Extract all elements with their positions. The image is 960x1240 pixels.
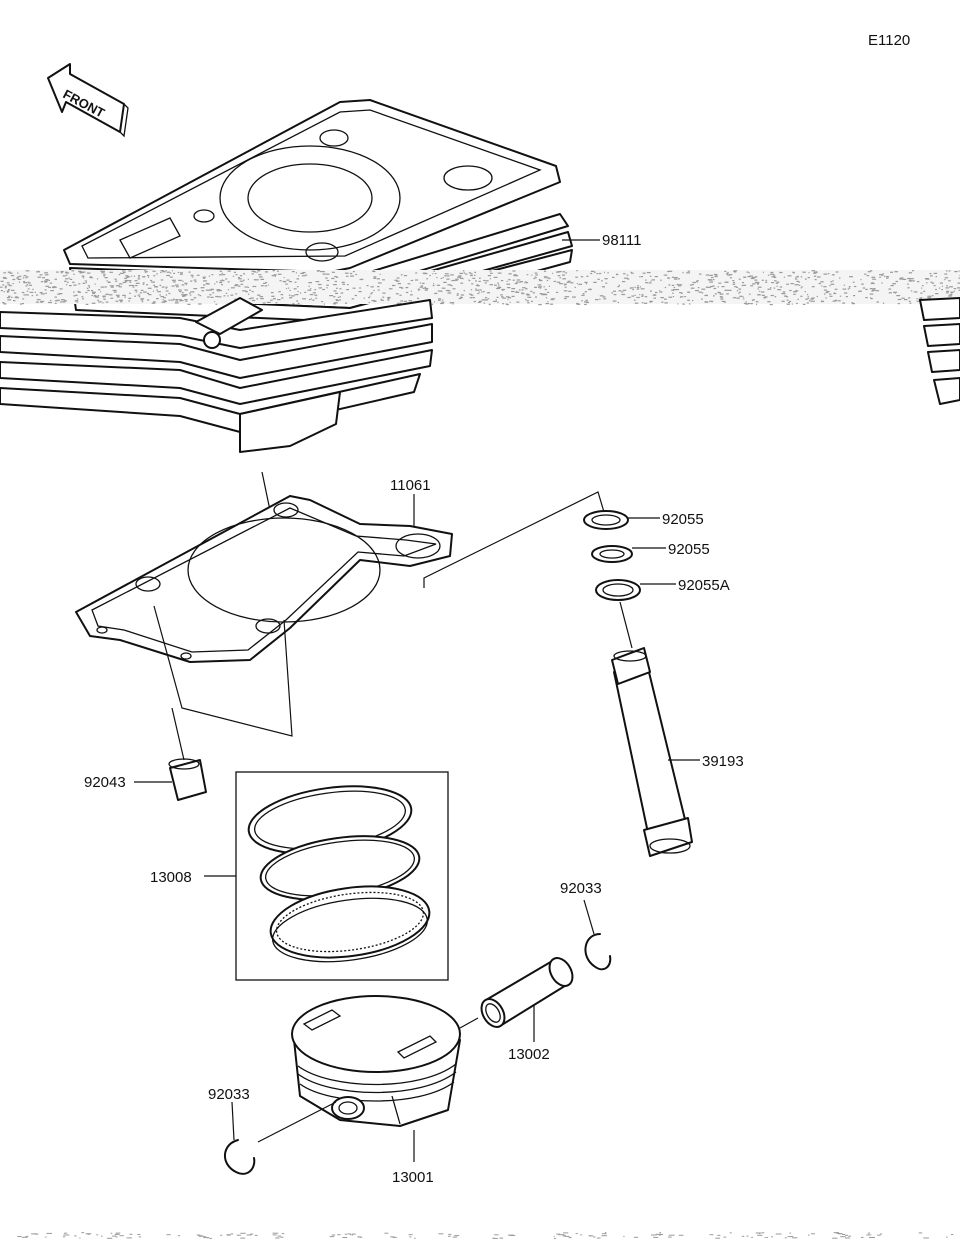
label-98111: 98111 (602, 232, 642, 249)
label-92055A: 92055A (678, 577, 730, 594)
circlip-right (584, 933, 612, 971)
dowel-pin (168, 758, 207, 801)
base-gasket (75, 495, 453, 663)
label-13001: 13001 (392, 1169, 434, 1186)
label-39193: 39193 (702, 753, 744, 770)
oil-pipe (611, 647, 693, 857)
label-92055-middle: 92055 (668, 541, 710, 558)
circlip-left (224, 1139, 256, 1175)
piston-rings (247, 785, 431, 963)
o-ring-upper (583, 510, 629, 530)
piston-pin (480, 957, 574, 1028)
piston (291, 995, 461, 1127)
o-ring-lower (595, 579, 641, 601)
cylinder-lower (0, 297, 960, 453)
o-ring-middle (591, 545, 633, 563)
scan-noise-band (0, 270, 960, 306)
label-92033-left: 92033 (208, 1086, 250, 1103)
label-13002: 13002 (508, 1046, 550, 1063)
front-arrow-icon: FRONT (47, 63, 129, 138)
head-gasket (63, 99, 561, 273)
bottom-noise-strip (17, 1232, 954, 1239)
label-92055-upper: 92055 (662, 511, 704, 528)
label-13008: 13008 (150, 869, 192, 886)
label-92043: 92043 (84, 774, 126, 791)
label-11061: 11061 (390, 477, 431, 494)
diagram-code: E1120 (868, 32, 910, 49)
label-92033-right: 92033 (560, 880, 602, 897)
